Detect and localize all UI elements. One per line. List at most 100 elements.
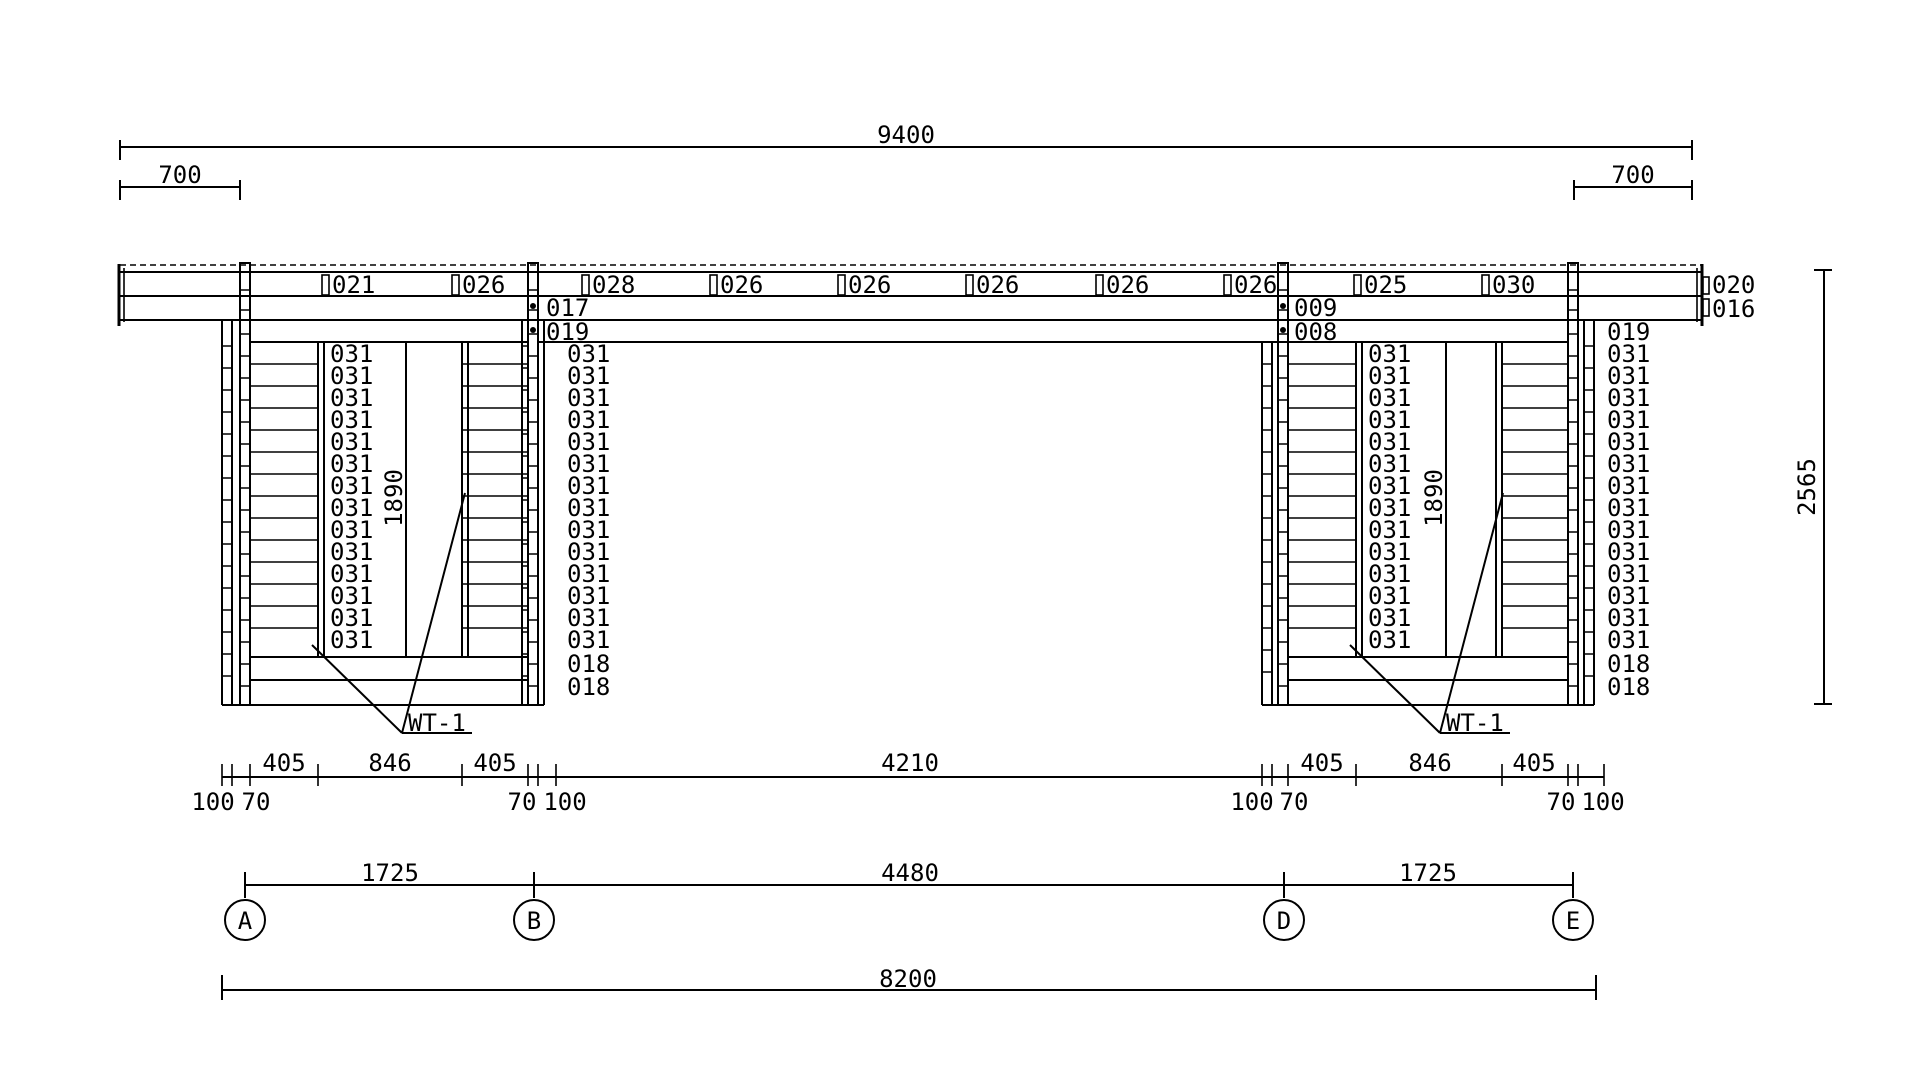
left-wall (221, 262, 545, 734)
base-log-label: 018 (567, 673, 610, 701)
axis-bubble-label: E (1566, 907, 1580, 935)
log-label: 031 (1368, 604, 1411, 632)
dim-label: 70 (508, 788, 537, 816)
beam-label: 026 (1106, 271, 1149, 299)
log-label: 031 (567, 494, 610, 522)
log-label: 031 (1368, 494, 1411, 522)
dim-label: 100 (543, 788, 586, 816)
log-label: 031 (567, 428, 610, 456)
log-label: 031 (1607, 626, 1650, 654)
axis-bubble-label: A (238, 907, 253, 935)
log-label: 031 (1607, 472, 1650, 500)
beam-label: 030 (1492, 271, 1535, 299)
log-label: 031 (330, 582, 373, 610)
axis-dimensions: 1725 4480 1725 (244, 859, 1574, 898)
left-window-tag: WT-1 (408, 709, 466, 737)
right-window-log-labels: 031 031 031 031 031 031 031 031 031 031 … (1368, 340, 1411, 654)
log-label: 031 (330, 428, 373, 456)
axis-bubble-label: D (1277, 907, 1291, 935)
wall-dimension-string: 405 846 405 4210 405 846 405 100 70 70 1… (191, 749, 1624, 816)
beam-end-label-bottom: 016 (1712, 295, 1755, 323)
right-wall (1261, 262, 1595, 734)
log-label: 031 (567, 538, 610, 566)
log-label: 031 (330, 626, 373, 654)
log-label: 031 (1607, 340, 1650, 368)
dim-label: 405 (1512, 749, 1555, 777)
post-d-lower-label: 008 (1294, 318, 1337, 346)
log-label: 031 (567, 626, 610, 654)
dim-label: 405 (262, 749, 305, 777)
beam-label: 028 (592, 271, 635, 299)
dim-label: 405 (473, 749, 516, 777)
log-label: 031 (567, 516, 610, 544)
left-window-log-labels: 031 031 031 031 031 031 031 031 031 031 … (330, 340, 373, 654)
log-label: 031 (1607, 450, 1650, 478)
log-label: 031 (330, 516, 373, 544)
log-label: 031 (1607, 406, 1650, 434)
right-post-rungs (1262, 289, 1594, 687)
log-label: 031 (330, 406, 373, 434)
log-label: 031 (330, 384, 373, 412)
beam-label: 026 (976, 271, 1019, 299)
log-label: 031 (567, 362, 610, 390)
beam-labels: 021 026 028 026 026 026 026 026 025 030 … (332, 271, 1755, 346)
beam-end-label-top: 020 (1712, 271, 1755, 299)
post-b-lower-label: 019 (546, 318, 589, 346)
dim-label: 100 (191, 788, 234, 816)
axis-dim-label: 1725 (1399, 859, 1457, 887)
height-dimension: 2565 (1793, 269, 1832, 705)
right-opening-height-label: 1890 (1420, 469, 1448, 527)
log-label: 031 (330, 472, 373, 500)
log-label: 031 (567, 472, 610, 500)
overall-length-label: 9400 (877, 121, 935, 149)
log-label: 031 (330, 494, 373, 522)
base-log-label: 018 (567, 650, 610, 678)
dim-label: 846 (368, 749, 411, 777)
post-b-log-labels: 031 031 031 031 031 031 031 031 031 031 … (567, 340, 610, 701)
log-label: 031 (1607, 384, 1650, 412)
grid-axes: A B D E (224, 899, 1594, 941)
bottom-dimension: 8200 (221, 965, 1597, 1000)
left-overhang-label: 700 (158, 161, 201, 189)
dim-label: 70 (1547, 788, 1576, 816)
dim-label: 70 (1280, 788, 1309, 816)
log-label: 031 (1368, 450, 1411, 478)
log-label: 031 (1368, 406, 1411, 434)
dim-label: 4210 (881, 749, 939, 777)
total-height-label: 2565 (1793, 458, 1821, 516)
left-opening-height-label: 1890 (380, 469, 408, 527)
log-label: 031 (567, 560, 610, 588)
dim-label: 405 (1300, 749, 1343, 777)
dim-label: 70 (242, 788, 271, 816)
beam-label: 026 (1234, 271, 1277, 299)
beam-label: 026 (848, 271, 891, 299)
roof-beam (117, 264, 1704, 343)
log-label: 031 (1607, 362, 1650, 390)
dim-label: 846 (1408, 749, 1451, 777)
log-label: 031 (567, 406, 610, 434)
axis-dim-label: 1725 (361, 859, 419, 887)
right-window-tag: WT-1 (1446, 709, 1504, 737)
log-label: 031 (1368, 384, 1411, 412)
log-label: 031 (330, 362, 373, 390)
log-label: 031 (1368, 626, 1411, 654)
log-label: 031 (1607, 560, 1650, 588)
beam-label: 025 (1364, 271, 1407, 299)
log-label: 031 (1368, 472, 1411, 500)
log-label: 031 (567, 340, 610, 368)
right-top-log-label: 019 (1607, 318, 1650, 346)
log-label: 031 (1607, 516, 1650, 544)
log-label: 031 (1368, 428, 1411, 456)
log-label: 031 (567, 450, 610, 478)
post-b-upper-label: 017 (546, 294, 589, 322)
base-log-label: 018 (1607, 650, 1650, 678)
log-label: 031 (1607, 604, 1650, 632)
log-label: 031 (1368, 516, 1411, 544)
beam-connectors (321, 274, 1710, 333)
log-label: 031 (330, 538, 373, 566)
dim-label: 100 (1230, 788, 1273, 816)
axis-bubble-label: B (527, 907, 541, 935)
log-label: 031 (1368, 362, 1411, 390)
log-label: 031 (1607, 494, 1650, 522)
